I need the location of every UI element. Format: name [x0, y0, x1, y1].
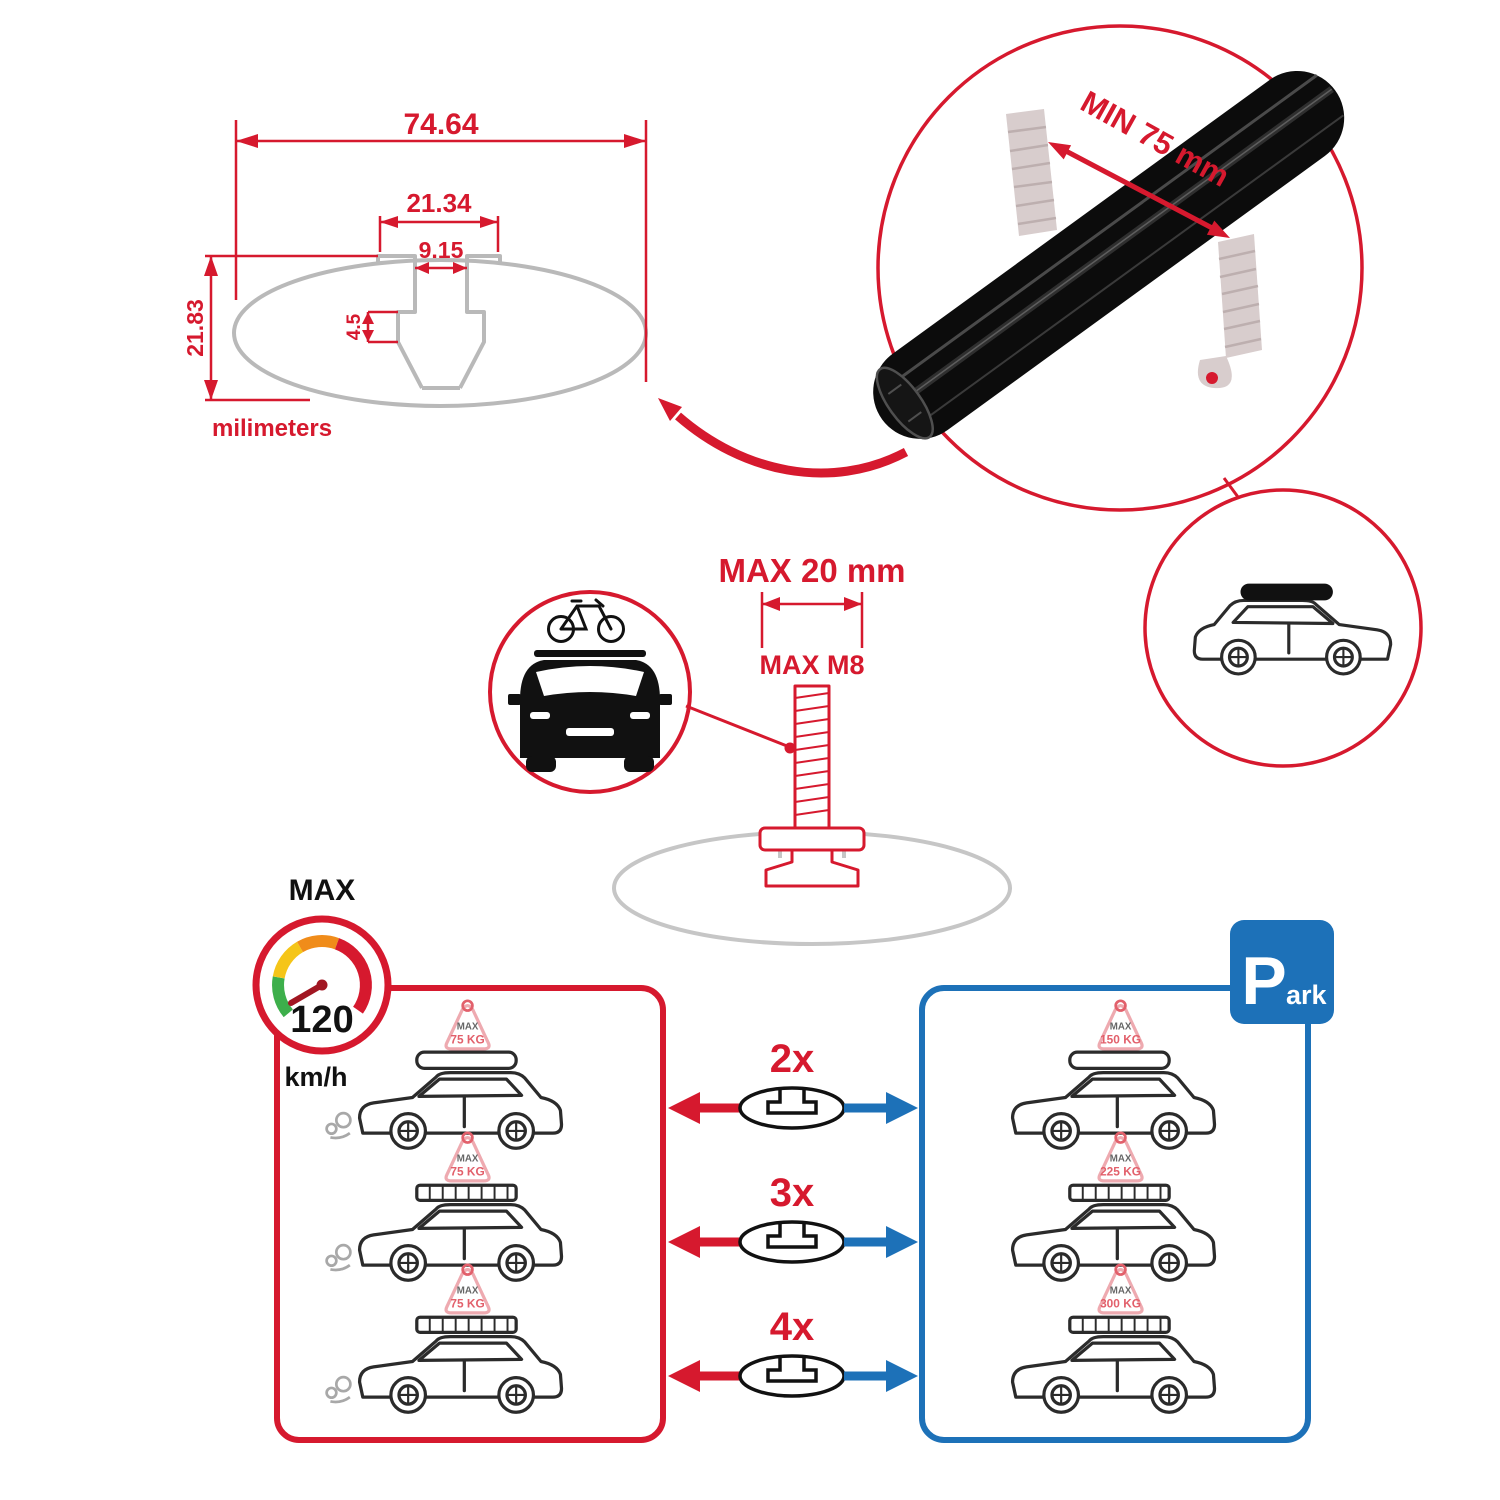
- roof-basket-icon: [415, 1183, 518, 1202]
- load-tag-value: 75 KG: [450, 1164, 484, 1178]
- bar-profile-icon: [738, 1220, 846, 1264]
- bike-icon: [547, 598, 625, 643]
- dim-total-height: 21.83: [182, 299, 208, 357]
- roof-basket-icon: [1068, 1183, 1171, 1202]
- speed-units: km/h: [284, 1062, 347, 1092]
- bar-count-row: 2x: [668, 1037, 918, 1130]
- dimension-diagram: 74.64 21.34 9.15 4.5 21.83 milimeters: [182, 108, 648, 442]
- load-tag-value: 75 KG: [450, 1296, 484, 1310]
- fixing-point-dot: [1206, 372, 1218, 384]
- load-tag-max: MAX: [1110, 1021, 1132, 1032]
- dimension-arrowheads: [204, 134, 646, 400]
- bolt-max-thread-label: MAX M8: [759, 650, 864, 680]
- crossbar-detail: MIN 75 mm: [658, 24, 1423, 768]
- load-tag-max: MAX: [1110, 1153, 1132, 1164]
- driving-car-row: MAX 75 KG: [325, 1263, 564, 1414]
- roof-box-icon: [415, 1050, 518, 1070]
- speed-max-label: MAX: [289, 874, 356, 907]
- roof-box-icon: [1068, 1050, 1171, 1070]
- speedometer-gauge-icon: [272, 935, 372, 1018]
- speedometer-needle-icon: [288, 982, 325, 1006]
- load-tag-max: MAX: [1110, 1285, 1132, 1296]
- load-tag-max: MAX: [457, 1021, 479, 1032]
- driving-car-row: MAX 75 KG: [325, 1131, 564, 1282]
- roof-basket-icon: [1068, 1315, 1171, 1334]
- roof-box-icon: [1240, 583, 1333, 601]
- bolt-dim-arrowheads: [762, 597, 862, 611]
- t-bolt-icon: [758, 684, 866, 888]
- car-bike-circle: [488, 590, 796, 794]
- rubber-strip-icon: [1006, 109, 1262, 389]
- bolt-max-width-label: MAX 20 mm: [718, 552, 905, 589]
- bolt-connector-dot: [784, 742, 796, 754]
- driving-car-row: MAX 75 KG: [325, 999, 564, 1150]
- roof-basket-icon: [415, 1315, 518, 1334]
- bar-profile-icon: [738, 1086, 846, 1130]
- bar-end-cap: [875, 366, 934, 440]
- park-sign-letter: P: [1241, 943, 1286, 1019]
- parked-car-row: MAX 225 KG: [1010, 1131, 1217, 1282]
- park-sign: P ark: [1230, 920, 1334, 1024]
- min-span-arrow: [1048, 142, 1230, 238]
- bar-profile-icon: [738, 1354, 846, 1398]
- bar-count-label: 3x: [770, 1171, 815, 1215]
- load-tag-max: MAX: [457, 1285, 479, 1296]
- bolt-connector-line: [685, 704, 788, 748]
- park-sign-suffix: ark: [1286, 980, 1328, 1010]
- crossbar-photo: [873, 70, 1345, 440]
- speed-value: 120: [290, 999, 353, 1041]
- crossbar-cross-section: [232, 254, 648, 408]
- bar-count-label: 4x: [770, 1305, 815, 1349]
- bar-count-label: 2x: [770, 1037, 815, 1081]
- pointer-arrow: [658, 398, 909, 478]
- load-tag-value: 150 KG: [1100, 1032, 1141, 1046]
- load-tag-value: 75 KG: [450, 1032, 484, 1046]
- bar-count-row: 4x: [668, 1305, 918, 1398]
- car-front-icon: [508, 650, 672, 772]
- vehicle-circle: [1143, 488, 1423, 768]
- speedometer: MAX 120 km/h: [252, 874, 392, 1092]
- units-label: milimeters: [212, 415, 332, 442]
- bar-count-row: 3x: [668, 1171, 918, 1264]
- parked-car-row: MAX 150 KG: [1010, 999, 1217, 1150]
- load-tag-max: MAX: [457, 1153, 479, 1164]
- dimension-lines: [205, 120, 648, 402]
- load-tag-value: 300 KG: [1100, 1296, 1141, 1310]
- dim-slot-depth: 4.5: [344, 313, 365, 340]
- load-tag-value: 225 KG: [1100, 1164, 1141, 1178]
- dim-slot-outer-width: 21.34: [406, 188, 472, 218]
- dim-slot-inner-width: 9.15: [419, 237, 464, 263]
- dim-total-width: 74.64: [403, 108, 478, 141]
- parked-car-row: MAX 300 KG: [1010, 1263, 1217, 1414]
- bolt-diagram: MAX 20 mm MAX M8: [488, 552, 1012, 946]
